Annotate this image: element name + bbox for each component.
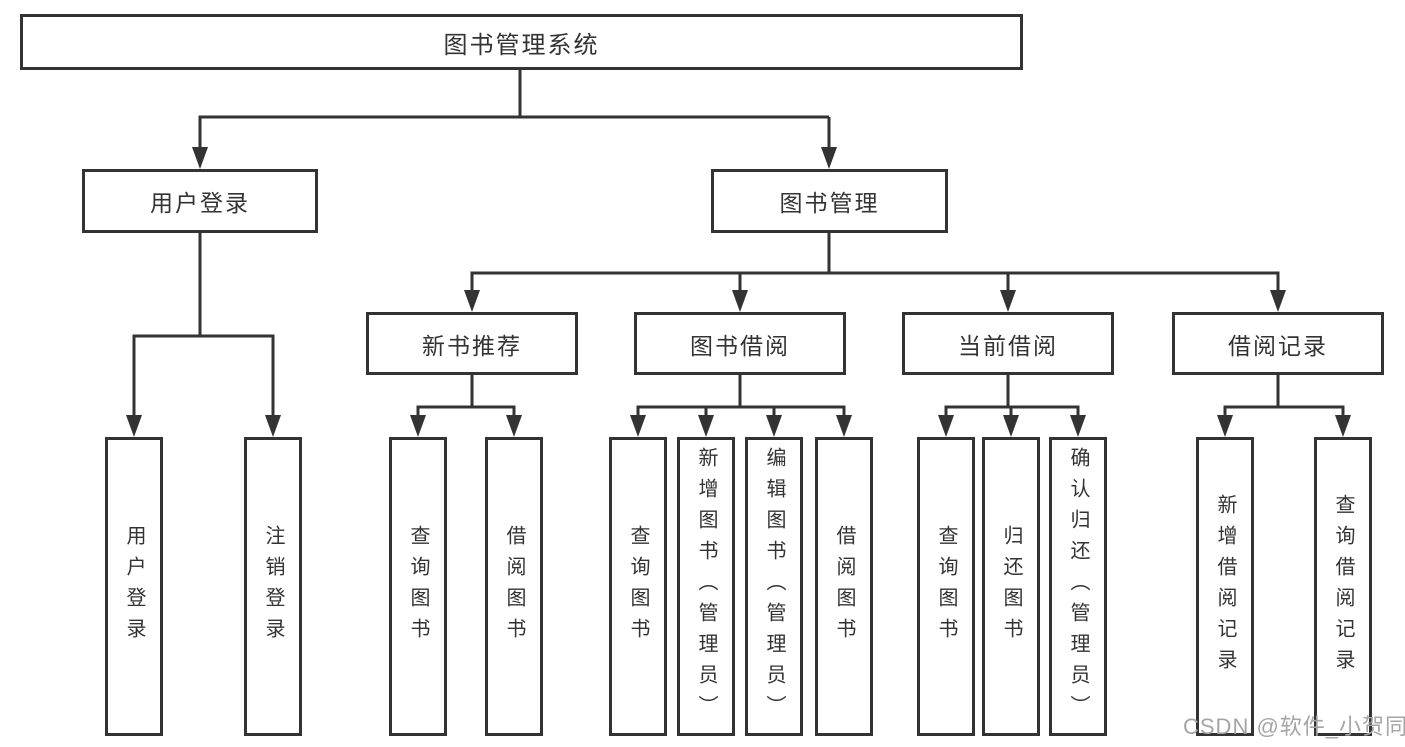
arrow-down-icon bbox=[192, 147, 208, 169]
leaf-borrow-books: 借阅图书 bbox=[815, 437, 873, 736]
node-borrow-records: 借阅记录 bbox=[1172, 312, 1384, 375]
node-label: 当前借阅 bbox=[958, 332, 1058, 359]
arrow-down-icon bbox=[630, 415, 646, 437]
connector-borrow-to-leaves bbox=[630, 375, 852, 437]
connector-root-to-level2 bbox=[192, 70, 837, 169]
leaf-label: 编辑图书（管理员） bbox=[763, 447, 785, 726]
node-current-borrow: 当前借阅 bbox=[902, 312, 1114, 375]
leaf-label: 查询图书 bbox=[935, 524, 957, 649]
connector-current-to-leaves bbox=[938, 375, 1086, 437]
leaf-label: 查询图书 bbox=[627, 524, 649, 649]
leaf-label: 新增借阅记录 bbox=[1214, 493, 1236, 680]
node-book-management: 图书管理 bbox=[711, 169, 948, 233]
node-label: 图书管理系统 bbox=[443, 31, 600, 59]
leaf-add-book-admin: 新增图书（管理员） bbox=[677, 437, 735, 736]
connector-records-to-leaves bbox=[1217, 375, 1351, 437]
leaf-add-borrow-record: 新增借阅记录 bbox=[1196, 437, 1254, 736]
arrow-down-icon bbox=[938, 415, 954, 437]
node-root-system: 图书管理系统 bbox=[20, 14, 1023, 70]
node-book-borrow: 图书借阅 bbox=[634, 312, 846, 375]
arrow-down-icon bbox=[1217, 415, 1233, 437]
leaf-borrow-books-recommend: 借阅图书 bbox=[485, 437, 543, 736]
leaf-label: 借阅图书 bbox=[833, 524, 855, 649]
csdn-watermark: CSDN @软件_小贺同学 bbox=[1183, 714, 1405, 739]
node-label: 图书管理 bbox=[779, 190, 880, 216]
arrow-down-icon bbox=[698, 415, 714, 437]
arrow-down-icon bbox=[506, 415, 522, 437]
leaf-label: 查询图书 bbox=[407, 524, 429, 649]
arrow-down-icon bbox=[1003, 415, 1019, 437]
node-user-login: 用户登录 bbox=[82, 169, 318, 233]
node-new-book-recommend: 新书推荐 bbox=[366, 312, 578, 375]
leaf-logout: 注销登录 bbox=[244, 437, 302, 736]
arrow-down-icon bbox=[836, 415, 852, 437]
connector-login-to-leaves bbox=[126, 233, 281, 437]
leaf-label: 新增图书（管理员） bbox=[695, 447, 717, 726]
arrow-down-icon bbox=[265, 415, 281, 437]
leaf-query-borrow-record: 查询借阅记录 bbox=[1314, 437, 1372, 736]
arrow-down-icon bbox=[464, 290, 480, 312]
leaf-query-books-recommend: 查询图书 bbox=[389, 437, 447, 736]
arrow-down-icon bbox=[732, 290, 748, 312]
connector-recommend-to-leaves bbox=[410, 375, 522, 437]
node-label: 图书借阅 bbox=[690, 332, 790, 359]
arrow-down-icon bbox=[821, 147, 837, 169]
leaf-query-books-current: 查询图书 bbox=[917, 437, 975, 736]
leaf-label: 归还图书 bbox=[1000, 524, 1022, 649]
leaf-user-login: 用户登录 bbox=[105, 437, 163, 736]
leaf-label: 借阅图书 bbox=[503, 524, 525, 649]
leaf-edit-book-admin: 编辑图书（管理员） bbox=[745, 437, 803, 736]
leaf-query-books-borrow: 查询图书 bbox=[609, 437, 667, 736]
arrow-down-icon bbox=[126, 415, 142, 437]
arrow-down-icon bbox=[1270, 290, 1286, 312]
arrow-down-icon bbox=[1335, 415, 1351, 437]
leaf-return-book: 归还图书 bbox=[982, 437, 1040, 736]
leaf-label: 确认归还（管理员） bbox=[1067, 447, 1089, 726]
leaf-confirm-return-admin: 确认归还（管理员） bbox=[1049, 437, 1107, 736]
node-label: 用户登录 bbox=[150, 190, 250, 216]
connector-mgmt-to-sections bbox=[464, 233, 1286, 312]
node-label: 借阅记录 bbox=[1228, 332, 1328, 359]
arrow-down-icon bbox=[1000, 290, 1016, 312]
leaf-label: 用户登录 bbox=[123, 524, 145, 649]
leaf-label: 查询借阅记录 bbox=[1332, 493, 1354, 680]
node-label: 新书推荐 bbox=[422, 332, 522, 359]
leaf-label: 注销登录 bbox=[262, 524, 284, 649]
arrow-down-icon bbox=[1070, 415, 1086, 437]
arrow-down-icon bbox=[410, 415, 426, 437]
arrow-down-icon bbox=[766, 415, 782, 437]
